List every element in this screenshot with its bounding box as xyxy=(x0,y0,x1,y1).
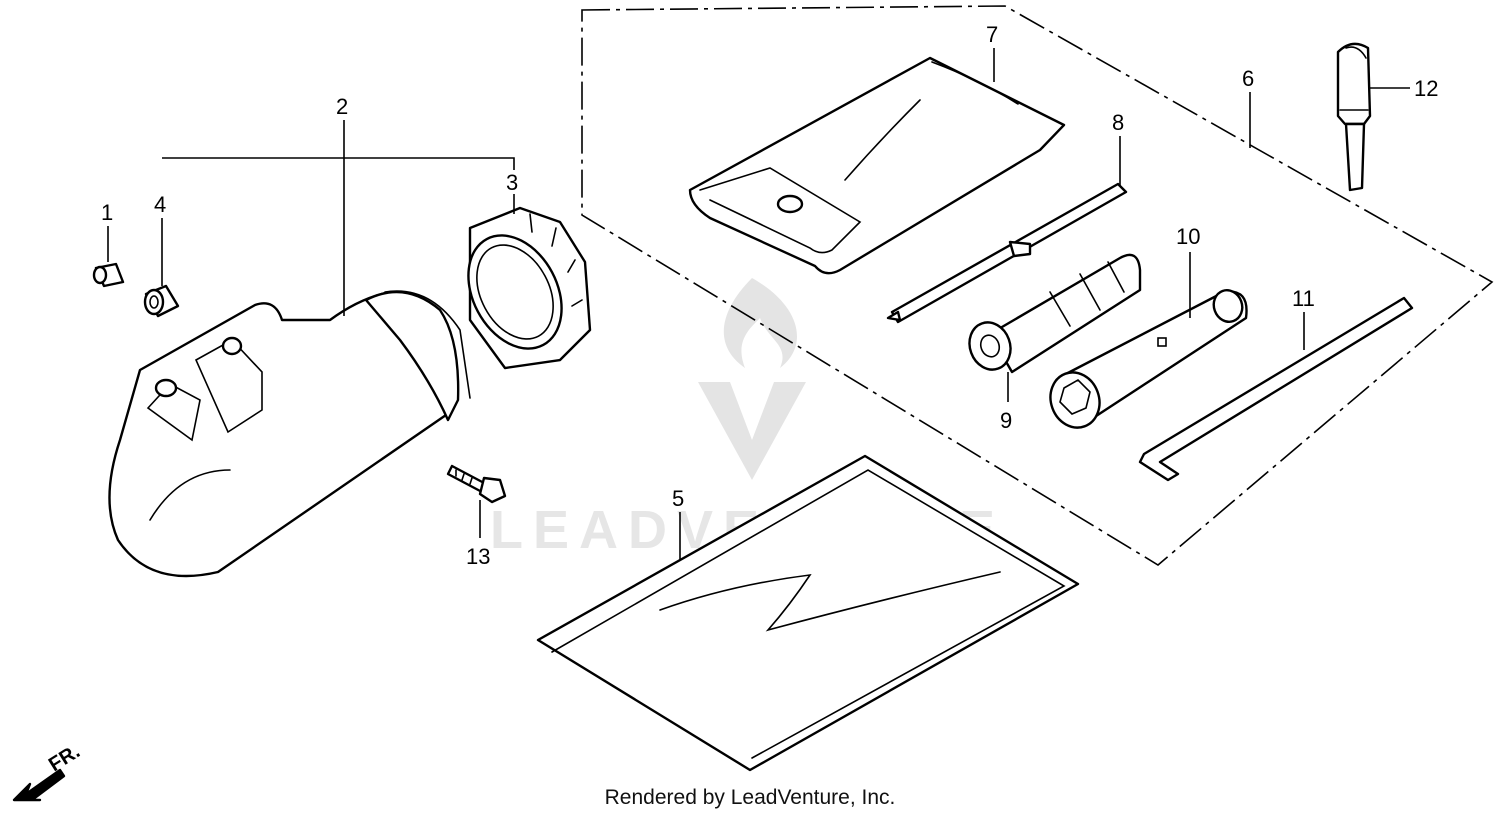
callout-1: 1 xyxy=(101,200,113,225)
part-10-box-wrench xyxy=(1049,289,1248,429)
part-4-grommet xyxy=(143,284,180,318)
callout-4: 4 xyxy=(154,192,166,217)
callout-11: 11 xyxy=(1292,286,1315,311)
callout-12: 12 xyxy=(1414,76,1438,101)
callout-10: 10 xyxy=(1176,224,1200,249)
callout-9: 9 xyxy=(1000,408,1012,433)
part-9-socket-wrench xyxy=(968,253,1142,374)
part-5-bag xyxy=(536,454,1080,772)
leader-lines xyxy=(107,48,1410,560)
direction-label: FR. xyxy=(45,741,84,777)
callout-2: 2 xyxy=(336,94,348,119)
part-1-collar xyxy=(92,262,125,288)
part-8-screwdriver xyxy=(886,182,1128,324)
part-13-bolt xyxy=(446,464,507,504)
part-12-driver-handle xyxy=(1336,42,1372,192)
kit-boundary-dashed xyxy=(581,5,1494,566)
callout-8: 8 xyxy=(1112,110,1124,135)
callout-6: 6 xyxy=(1242,66,1254,91)
part-11-hex-key xyxy=(1138,296,1414,482)
part-7-tool-bag xyxy=(688,56,1066,275)
callout-7: 7 xyxy=(986,22,998,47)
callout-5: 5 xyxy=(672,486,684,511)
part-2-tool-case xyxy=(108,290,471,578)
part-3-cap xyxy=(467,206,592,370)
footer-credit: Rendered by LeadVenture, Inc. xyxy=(604,786,896,809)
callout-3: 3 xyxy=(506,170,518,195)
callout-13: 13 xyxy=(466,544,490,569)
